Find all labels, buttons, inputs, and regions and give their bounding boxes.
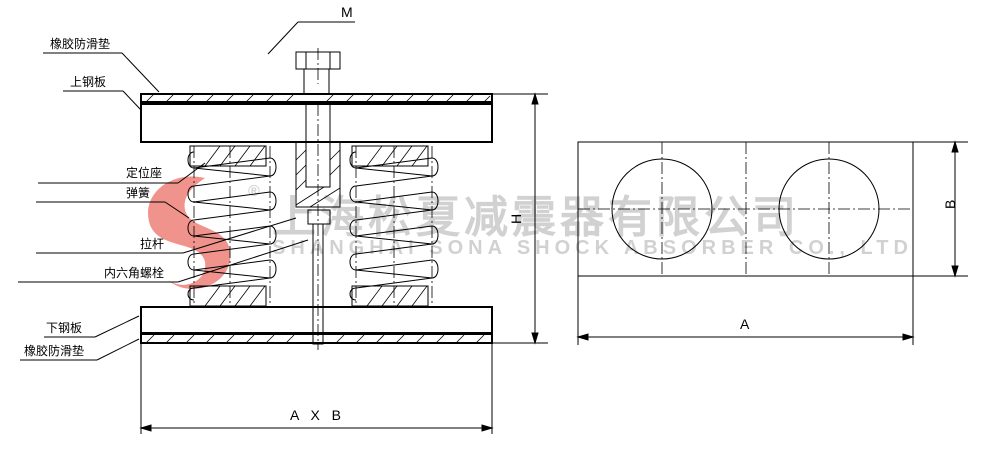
top-rubber-pad — [140, 93, 493, 103]
dimension-length — [576, 276, 915, 345]
registered-mark: ® — [248, 183, 265, 200]
watermark: ® 上海松夏减震器有限公司 SHANGHAI SONA SHOCK ABSORB… — [148, 176, 913, 289]
label-bottom-rubber-pad: 橡胶防滑垫 — [24, 343, 84, 358]
front-view — [140, 48, 493, 350]
dimension-width — [913, 140, 968, 278]
dimension-width-label: B — [942, 200, 958, 209]
label-lower-steel-plate: 下钢板 — [46, 321, 82, 335]
dimension-footprint — [139, 343, 494, 434]
callouts — [18, 21, 355, 361]
label-hex-socket-bolt: 内六角螺栓 — [104, 265, 164, 280]
watermark-company-en: SHANGHAI SONA SHOCK ABSORBER CO., LTD — [272, 237, 913, 259]
spring-hole-left — [611, 158, 713, 260]
dimension-height — [492, 92, 548, 345]
label-positioning-seat: 定位座 — [126, 165, 162, 180]
spring-hole-right — [778, 158, 880, 260]
lower-steel-plate — [140, 306, 493, 334]
dimension-height-label: H — [508, 214, 524, 224]
right-spring — [349, 146, 439, 306]
dimension-length-label: A — [740, 316, 750, 332]
label-upper-steel-plate: 上钢板 — [70, 75, 106, 89]
bottom-rubber-pad — [140, 333, 493, 344]
top-view — [577, 141, 914, 277]
dimension-footprint-label: A X B — [290, 407, 345, 423]
upper-steel-plate — [140, 103, 493, 143]
label-tie-rod: 拉杆 — [140, 236, 164, 251]
label-spring: 弹簧 — [126, 185, 150, 200]
watermark-company-cn: 上海松夏减震器有限公司 — [272, 192, 800, 243]
label-bolt-size: M — [341, 4, 353, 20]
label-top-rubber-pad: 橡胶防滑垫 — [50, 36, 110, 51]
